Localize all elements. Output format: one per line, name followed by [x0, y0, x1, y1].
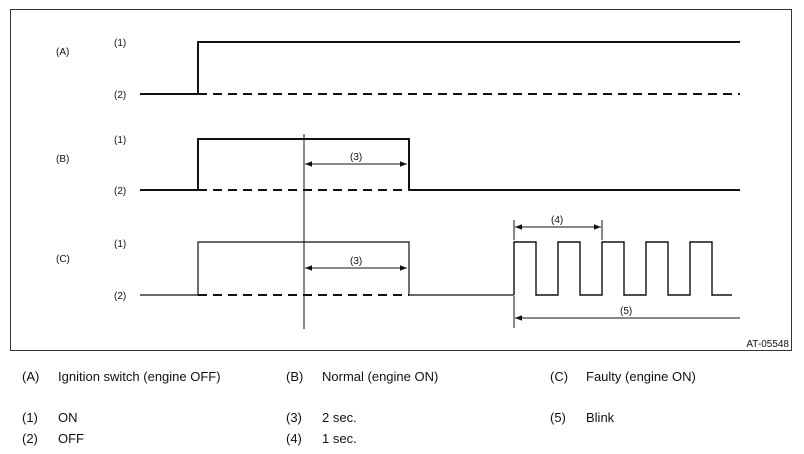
legend-key-c: (C)	[550, 369, 569, 384]
legend-text-b: Normal (engine ON)	[322, 369, 439, 384]
legend-key-4: (4)	[286, 431, 302, 446]
blink-waveform	[513, 241, 732, 296]
diagram-frame	[10, 9, 792, 351]
row-b-signal	[140, 138, 740, 191]
row-b-on-label: (1)	[114, 135, 126, 146]
row-a-off-label: (2)	[114, 90, 126, 101]
legend-text-c: Faulty (engine ON)	[586, 369, 696, 384]
row-a-label: (A)	[56, 47, 69, 58]
row-a-signal	[140, 41, 740, 95]
row-a-on-label: (1)	[114, 38, 126, 49]
legend-text-2: OFF	[58, 431, 84, 446]
row-c-signal	[140, 241, 514, 296]
figure-code: AT-05548	[746, 339, 789, 350]
legend-text-5: Blink	[586, 410, 615, 425]
legend-key-5: (5)	[550, 410, 566, 425]
legend-text-3: 2 sec.	[322, 410, 357, 425]
row-c-on-label: (1)	[114, 239, 126, 250]
row-c-label: (C)	[56, 254, 70, 265]
legend-key-a: (A)	[22, 369, 40, 384]
legend-text-1: ON	[58, 410, 78, 425]
legend-text-a: Ignition switch (engine OFF)	[58, 369, 221, 384]
legend-key-3: (3)	[286, 410, 302, 425]
two-sec-label-b: (3)	[350, 152, 362, 163]
blink-label: (5)	[620, 306, 632, 317]
row-b-off-label: (2)	[114, 186, 126, 197]
row-b-label: (B)	[56, 154, 69, 165]
row-c-off-label: (2)	[114, 291, 126, 302]
legend-text-4: 1 sec.	[322, 431, 357, 446]
one-sec-label: (4)	[551, 215, 563, 226]
legend-key-1: (1)	[22, 410, 38, 425]
legend-key-2: (2)	[22, 431, 38, 446]
two-sec-label-c: (3)	[350, 256, 362, 267]
legend-key-b: (B)	[286, 369, 304, 384]
